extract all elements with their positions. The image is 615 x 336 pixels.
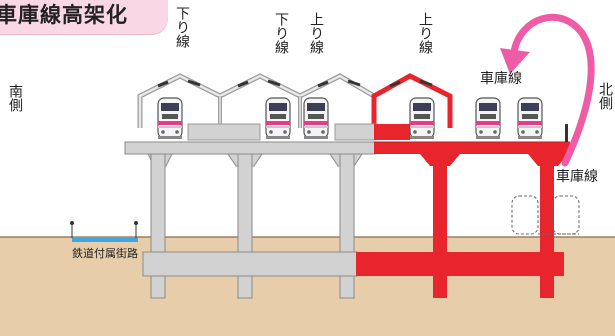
train-icon: [303, 97, 329, 140]
page-title: 車庫線高架化: [0, 3, 128, 27]
train-icon: [157, 97, 183, 140]
label-track-up-2: 上り線: [417, 12, 433, 54]
label-track-down-2: 下り線: [273, 12, 289, 54]
label-depot-lower: 車庫線: [556, 169, 598, 185]
dashed-train-outline-icon: [511, 195, 580, 235]
label-road: 鉄道付属街路: [72, 247, 138, 260]
label-north: 北側: [597, 82, 613, 110]
foundation-new: [356, 252, 564, 276]
deck-new: [374, 142, 570, 154]
platform-right: [334, 123, 376, 141]
train-icon: [475, 97, 501, 140]
label-depot-upper: 車庫線: [480, 71, 522, 87]
train-icon: [517, 97, 543, 140]
train-icon: [265, 97, 291, 140]
platform-new: [374, 124, 410, 140]
deck-existing: [124, 141, 376, 155]
title-tab: 車庫線高架化: [0, 0, 168, 34]
label-track-down-1: 下り線: [174, 6, 190, 48]
foundation-existing: [142, 251, 358, 277]
label-south: 南側: [7, 84, 23, 112]
platform-left: [187, 123, 261, 141]
road-icon: [70, 221, 138, 242]
curved-arrow-icon: [510, 13, 595, 167]
label-track-up-1: 上り線: [308, 12, 324, 54]
roof-new: [371, 73, 453, 128]
train-icon: [409, 97, 435, 140]
